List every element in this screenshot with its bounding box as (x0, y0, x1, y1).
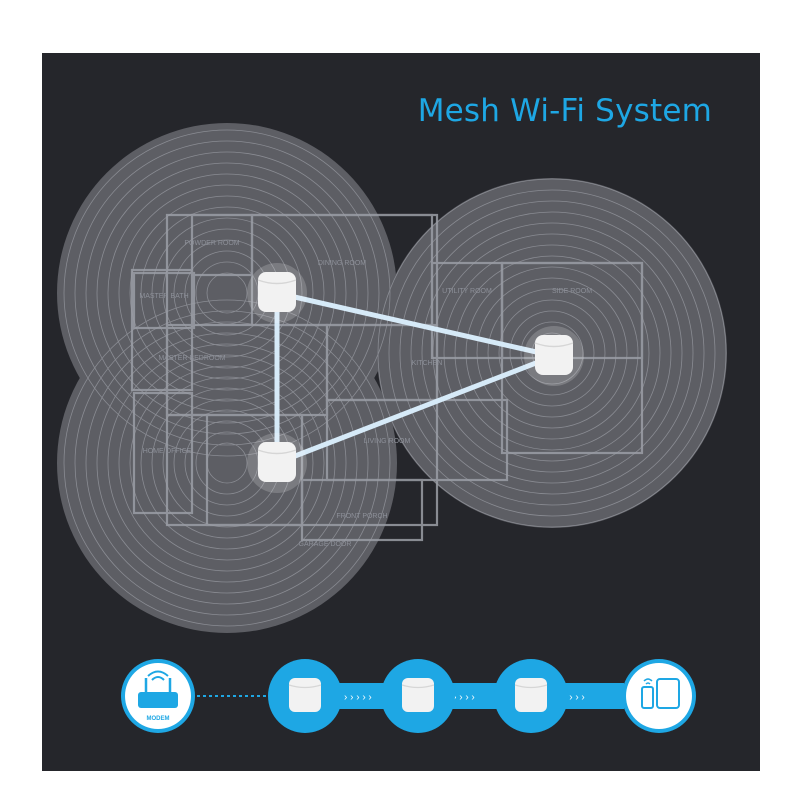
room-label-kitchen: KITCHEN (412, 360, 443, 367)
signal-ring (118, 184, 336, 402)
coverage-zones (57, 123, 727, 633)
mesh-node-c (534, 335, 574, 375)
room-label-home-office: HOME OFFICE (143, 448, 192, 455)
mesh-wifi-panel: Mesh Wi-Fi System (42, 53, 760, 771)
room-label-master-bedroom: MASTER BEDROOM (158, 355, 225, 362)
signal-ring (476, 277, 628, 429)
signal-ring (151, 217, 303, 369)
signal-ring (107, 173, 347, 413)
signal-ring (377, 178, 727, 528)
room-label-master-bath: MASTER BATH (139, 293, 188, 300)
modem-icon: MODEM (121, 659, 195, 733)
coverage-zone-b (57, 293, 397, 633)
signal-ring (129, 195, 325, 391)
signal-ring (487, 288, 617, 418)
room-label-garage-door: GARAGE DOOR (299, 541, 352, 548)
room-label-front-porch: FRONT PORCH (336, 513, 387, 520)
chain-node-3 (494, 659, 568, 733)
mesh-links (274, 290, 557, 466)
room-labels: POWDER ROOM DINING ROOM MASTER BATH UTIL… (139, 240, 592, 548)
signal-ring (410, 211, 694, 495)
connection-chain: › › › › › › › › › › › › › › › MODEM (121, 659, 696, 733)
svg-text:› › › › ›: › › › › › (557, 692, 585, 703)
ring-set-3 (377, 178, 727, 528)
room-label-dining-room: DINING ROOM (318, 260, 366, 267)
signal-ring (465, 266, 639, 440)
mesh-node-b (257, 442, 297, 482)
signal-ring (399, 200, 705, 506)
page-title: Mesh Wi-Fi System (417, 93, 712, 129)
signal-ring (206, 272, 248, 314)
signal-ring (96, 332, 358, 594)
svg-text:› › › › ›: › › › › › (447, 692, 475, 703)
floor-plan (130, 213, 644, 542)
signal-ring (107, 343, 347, 583)
chain-node-2 (381, 659, 455, 733)
room-label-side-room: SIDE ROOM (552, 288, 592, 295)
signal-ring (63, 299, 391, 627)
signal-ring (421, 222, 683, 484)
mesh-link-b-c (274, 353, 557, 466)
signal-ring (63, 129, 391, 457)
ring-set-2 (57, 293, 397, 633)
signal-ring (118, 354, 336, 572)
phone-tablet-icon (622, 659, 696, 733)
signal-ring (96, 162, 358, 424)
svg-text:› › › › ›: › › › › › (344, 692, 372, 703)
mesh-node-a (257, 272, 297, 312)
signal-ring (74, 140, 380, 446)
room-label-living-room: LIVING ROOM (364, 438, 411, 445)
room-label-powder-room: POWDER ROOM (184, 240, 239, 247)
modem-label: MODEM (147, 716, 170, 722)
chain-node-1 (268, 659, 342, 733)
signal-ring (140, 376, 314, 550)
signal-ring (388, 189, 716, 517)
signal-ring (129, 365, 325, 561)
signal-ring (520, 321, 584, 385)
signal-ring (140, 206, 314, 380)
room-label-utility-room: UTILITY ROOM (442, 288, 492, 295)
signal-ring (509, 310, 595, 396)
coverage-map: POWDER ROOM DINING ROOM MASTER BATH UTIL… (57, 123, 727, 733)
signal-ring (85, 321, 369, 605)
signal-ring (74, 310, 380, 616)
signal-ring (443, 244, 661, 462)
signal-ring (454, 255, 650, 451)
signal-ring (498, 299, 606, 407)
signal-ring (85, 151, 369, 435)
mesh-link-a-c (274, 290, 557, 359)
